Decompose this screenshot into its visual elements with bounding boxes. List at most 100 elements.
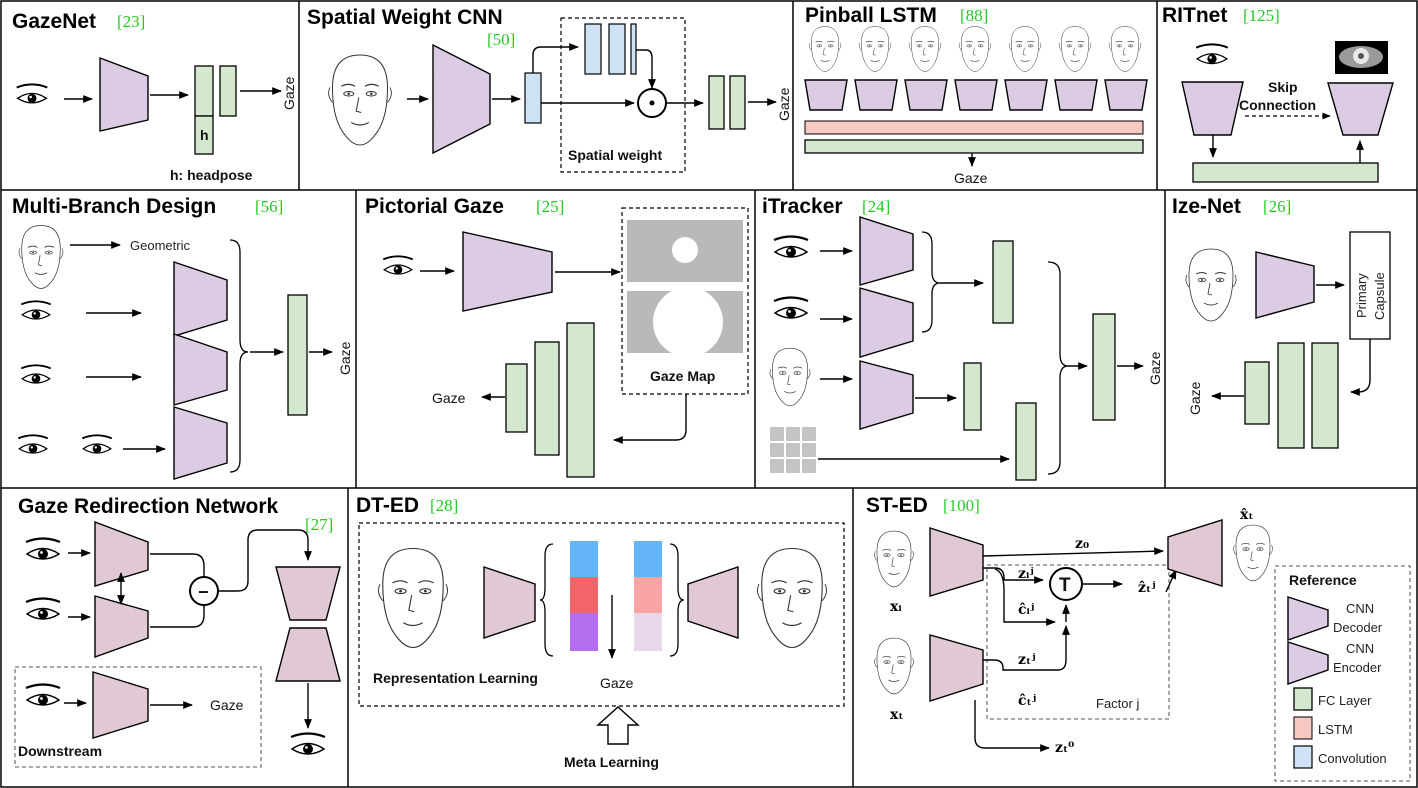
fc-layer — [729, 75, 746, 130]
downstream-box — [14, 666, 262, 768]
cnn-decoder — [1327, 82, 1394, 136]
math-xi: xᵢ — [890, 599, 902, 615]
citation: [26] — [1263, 197, 1291, 216]
fc-layer — [708, 75, 725, 130]
fc-layer — [566, 322, 595, 478]
embedding-block — [570, 613, 598, 651]
face-image — [377, 547, 449, 649]
fc-layer — [505, 363, 528, 433]
gaze-map-box — [621, 207, 749, 395]
fc-layer — [804, 139, 1144, 154]
cnn-encoder — [92, 671, 149, 739]
panel-gazenet: GazeNet [23] h Gaze h: headpose — [12, 10, 297, 183]
gaze-label: Gaze — [210, 697, 244, 713]
cnn-encoder — [804, 79, 848, 111]
cnn-encoder — [432, 43, 491, 155]
face-frame — [958, 26, 992, 72]
fc-layer — [219, 65, 237, 117]
citation: [27] — [305, 515, 333, 534]
embedding-block — [634, 613, 662, 651]
conv-layer — [524, 72, 542, 124]
math-xt: xₜ — [890, 707, 904, 723]
citation: [28] — [430, 496, 458, 515]
conv-layer — [584, 23, 602, 75]
cnn-encoder — [859, 360, 914, 430]
eye-icon — [289, 732, 327, 756]
grid-cell — [802, 427, 816, 441]
fc-layer — [1277, 342, 1305, 449]
citation: [56] — [255, 197, 283, 216]
legend-encoder-label: CNN — [1346, 641, 1374, 656]
face-image — [756, 547, 828, 649]
spatial-weight-caption: Spatial weight — [568, 147, 662, 163]
cnn-encoder — [1004, 79, 1048, 111]
cnn-encoder — [859, 216, 914, 286]
citation: [24] — [862, 197, 890, 216]
grid-cell — [786, 427, 800, 441]
gaze-map-caption: Gaze Map — [650, 368, 715, 384]
downstream-label: Downstream — [18, 743, 102, 759]
panel-title: Pinball LSTM — [805, 4, 937, 27]
math-zij: zᵢʲ — [1018, 566, 1034, 582]
headpose-symbol: h — [200, 127, 209, 143]
cnn-encoder — [1255, 251, 1315, 319]
math-ztj: zₜʲ — [1018, 652, 1036, 668]
embedding-block — [634, 577, 662, 613]
citation: [23] — [117, 12, 145, 31]
eye-icon — [772, 235, 810, 259]
cnn-encoder — [954, 79, 998, 111]
grid-cell — [786, 459, 800, 473]
citation: [88] — [960, 6, 988, 25]
legend-conv-label: Convolution — [1318, 751, 1387, 766]
eye-icon — [24, 537, 62, 561]
legend-decoder-icon — [1287, 596, 1329, 641]
grid-cell — [802, 459, 816, 473]
math-zt0: zₜ⁰ — [1055, 740, 1074, 756]
cnn-encoder — [854, 79, 898, 111]
fc-layer — [1192, 162, 1379, 183]
conv-layer — [608, 23, 626, 75]
face-grid — [770, 427, 816, 473]
legend-lstm-icon — [1293, 716, 1313, 740]
cnn-encoder — [94, 520, 149, 587]
primary-capsule — [1349, 231, 1391, 340]
gaze-label: Gaze — [432, 390, 466, 406]
math-ctj: ĉₜʲ — [1018, 693, 1036, 709]
math-xhat: x̂ₜ — [1240, 507, 1254, 523]
spatial-weight-box — [560, 17, 686, 173]
cnn-encoder — [462, 231, 553, 312]
skip-label: Skip — [1268, 79, 1298, 95]
cnn-encoder — [94, 595, 149, 658]
fc-layer — [194, 65, 214, 117]
legend-fc-icon — [1293, 687, 1313, 711]
fc-layer — [1015, 402, 1037, 481]
cnn-encoder — [1104, 79, 1148, 111]
transform-symbol: T — [1059, 575, 1071, 596]
grid-cell — [786, 443, 800, 457]
legend-lstm-label: LSTM — [1318, 722, 1353, 737]
gaze-label: Gaze — [337, 341, 353, 375]
panel-ize-net: Ize-Net [26] Primary Capsule Gaze — [1172, 195, 1391, 449]
gaze-label: Gaze — [954, 170, 988, 186]
eye-icon — [772, 296, 810, 320]
eye-icon — [24, 597, 62, 621]
panel-title: Multi-Branch Design — [12, 195, 216, 218]
fc-layer — [1244, 361, 1270, 425]
panel-title: Pictorial Gaze — [365, 195, 504, 218]
panel-ritnet: RITnet [125] Skip Connection — [1162, 4, 1394, 183]
cnn-encoder — [904, 79, 948, 111]
grid-cell — [770, 459, 784, 473]
geometric-label: Geometric — [130, 238, 190, 253]
panel-title: Spatial Weight CNN — [307, 6, 503, 29]
legend-title: Reference — [1289, 572, 1357, 588]
embedding-block — [570, 541, 598, 577]
eye-icon — [17, 434, 49, 455]
legend-decoder-label: CNN — [1346, 601, 1374, 616]
citation: [100] — [943, 496, 980, 515]
legend: Reference CNN Decoder CNN Encoder FC Lay… — [1274, 565, 1411, 782]
meta-learning-label: Meta Learning — [564, 754, 659, 770]
panel-itracker: iTracker [24] Gaze — [762, 195, 1163, 481]
legend-encoder-label: Encoder — [1333, 660, 1382, 675]
panel-title: Gaze Redirection Network — [18, 495, 279, 518]
